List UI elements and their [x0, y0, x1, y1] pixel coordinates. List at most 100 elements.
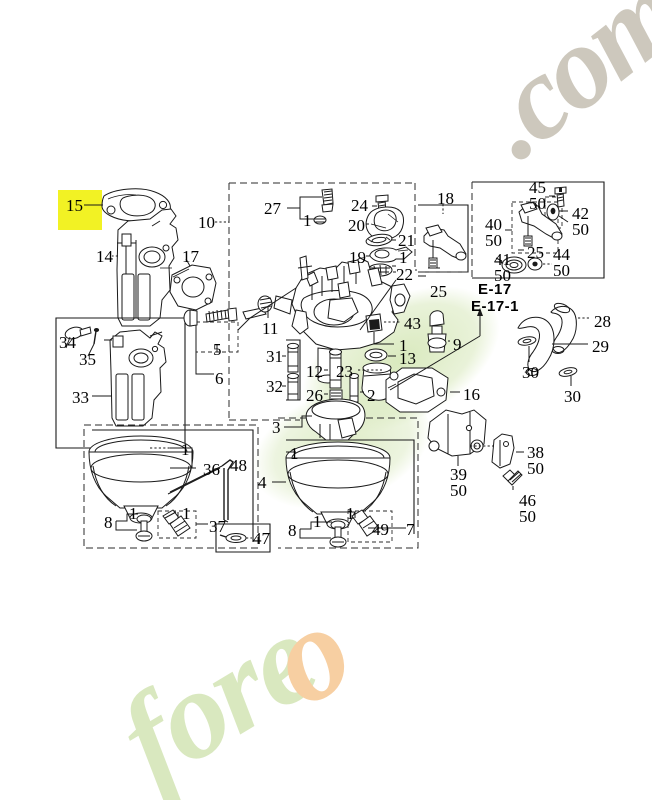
callout-35: 35 [79, 350, 96, 369]
callout-40-50: 50 [485, 231, 502, 250]
part-29-hose [517, 316, 555, 376]
part-42-bushing [546, 203, 560, 221]
callout-47: 47 [253, 529, 270, 548]
callout-22-qty: 1 [399, 248, 408, 267]
part-20-float [365, 206, 404, 240]
callout-5: 5 [213, 340, 222, 359]
part-4-float-bowl-right [285, 441, 391, 530]
callout-37: 37 [209, 517, 226, 536]
callout-42-50: 50 [572, 220, 589, 239]
callout-26: 26 [306, 386, 323, 405]
part-6-plug [183, 309, 198, 327]
callout-4: 4 [258, 473, 267, 492]
part-43-nozzle [365, 313, 383, 333]
part-8-bolt-left [135, 514, 153, 542]
callout-33: 33 [72, 388, 89, 407]
callout-8-right-qty: 1 [313, 512, 322, 531]
callout-36: 36 [203, 460, 220, 479]
callout-44-50: 50 [553, 261, 570, 280]
callout-45-50: 50 [529, 194, 546, 213]
callout-27: 27 [264, 199, 281, 218]
callout-36-qty: 1 [181, 440, 190, 459]
callout-41-50: 50 [494, 266, 511, 285]
callout-24: 24 [351, 196, 368, 215]
callout-21: 21 [398, 231, 415, 250]
callout-42: 42 [572, 204, 589, 223]
callout-9: 9 [453, 335, 462, 354]
callout-2: 2 [367, 386, 376, 405]
part-12-emulsion-tube [329, 348, 342, 389]
callout-32: 32 [266, 377, 283, 396]
callout-28: 28 [594, 312, 611, 331]
part-18-throttle-lever [423, 224, 467, 269]
part-48-wrench [167, 459, 234, 523]
callout-18: 18 [437, 189, 454, 208]
callout-8-left: 8 [104, 513, 113, 532]
part-8-bolt-right [329, 520, 347, 548]
part-46-screw [502, 469, 523, 486]
callout-10: 10 [198, 213, 215, 232]
callout-16: 16 [463, 385, 480, 404]
callout-23: 23 [336, 362, 353, 381]
part-27-washer [313, 215, 327, 225]
callout-41: 41 [494, 250, 511, 269]
callout-40: 40 [485, 215, 502, 234]
part-34-cap [64, 326, 92, 340]
callout-39-50: 50 [450, 481, 467, 500]
callout-49-qty: 1 [346, 504, 355, 523]
part-35-pin [93, 328, 100, 345]
part-30-clip-a [517, 336, 537, 346]
part-19-valve [369, 246, 413, 263]
callout-27-qty: 1 [303, 211, 312, 230]
callout-49: 49 [372, 520, 389, 539]
part-3-choke-ring [305, 398, 366, 441]
callout-29: 29 [592, 337, 609, 356]
callout-30-a: 30 [522, 363, 539, 382]
callout-15: 15 [66, 196, 83, 215]
part-28-hose [550, 302, 577, 354]
part-39-heat-shield [427, 409, 487, 457]
callout-48: 48 [230, 456, 247, 475]
callout-13: 13 [399, 349, 416, 368]
callout-37-qty: 1 [182, 504, 191, 523]
part-11-jet-head [257, 295, 273, 313]
callout-4-qty: 1 [290, 444, 299, 463]
callout-45: 45 [529, 178, 546, 197]
callout-12: 12 [306, 362, 323, 381]
callout-14: 14 [96, 247, 113, 266]
callout-25-b: 25 [527, 243, 544, 262]
callout-43-qty: 1 [399, 336, 408, 355]
callout-38-50: 50 [527, 459, 544, 478]
callout-38: 38 [527, 443, 544, 462]
callout-46: 46 [519, 491, 536, 510]
callout-3: 3 [272, 418, 281, 437]
callout-7: 7 [406, 520, 415, 539]
callout-43: 43 [404, 314, 421, 333]
part-45-screw [554, 186, 567, 208]
section-label-e17-1: E-17-1 [471, 298, 520, 315]
callout-20: 20 [348, 216, 365, 235]
part-41-spring [495, 256, 527, 274]
callout-30-b: 30 [564, 387, 581, 406]
callout-8-left-qty: 1 [129, 504, 138, 523]
section-label-e17: E-17 [478, 281, 512, 298]
part-32-screw [287, 372, 299, 401]
part-31-screw [287, 342, 299, 373]
highlight-box-part-15 [58, 190, 102, 230]
part-13-o-ring [364, 348, 388, 362]
part-16-gasket [385, 367, 449, 413]
callout-11: 11 [262, 319, 279, 338]
part-5-screw [205, 307, 238, 323]
part-40-lever-assembly [518, 201, 563, 247]
part-21-gasket [365, 233, 393, 247]
part-37-drain-screw [162, 509, 191, 537]
part-44-nut [527, 257, 543, 271]
callout-22: 22 [396, 265, 413, 284]
part-14-insulator [116, 208, 179, 327]
part-2-pilot-jet [349, 373, 359, 403]
callout-44: 44 [553, 245, 570, 264]
part-30-clip-b [558, 367, 578, 377]
part-47-clip [219, 533, 247, 543]
